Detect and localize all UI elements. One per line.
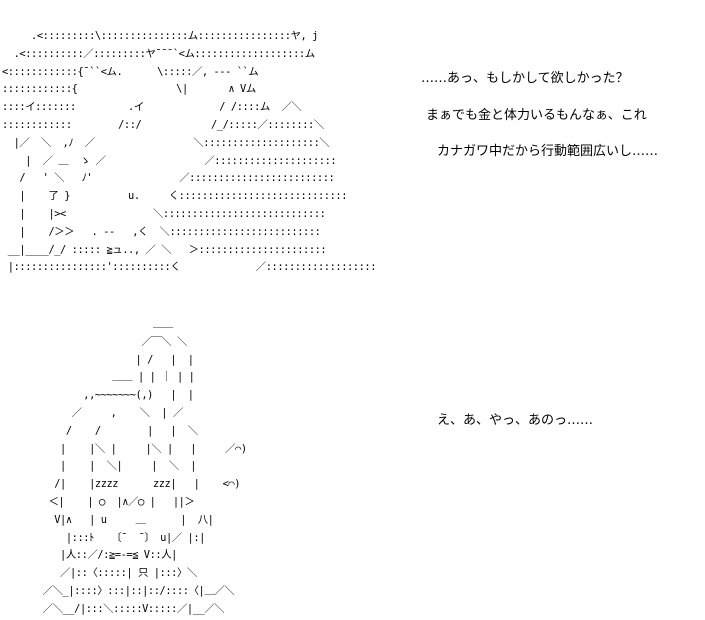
dialogue-line-1: ……あっ、もしかして欲しかった？: [421, 71, 629, 86]
scene-bottom: ＿＿ ／￣＼ ＼ | / | | ＿＿ | | ｜ | | ,,~~~~~~~(…: [0, 300, 705, 620]
ascii-art-bottom: ＿＿ ／￣＼ ＼ | / | | ＿＿ | | ｜ | | ,,~~~~~~~(…: [42, 318, 247, 615]
dialogue-line-3: カナガワ中だから行動範囲広いし……: [437, 144, 659, 159]
dialogue-line-4: え、あ、やっ、あのっ……: [437, 413, 594, 428]
scene-top: .<:::::::::\:::::::::::::::ム::::::::::::…: [0, 0, 705, 300]
dialogue-line-2: まぁでも金と体力いるもんなぁ、これ: [426, 108, 647, 123]
ascii-art-top: .<:::::::::\:::::::::::::::ム::::::::::::…: [2, 30, 377, 274]
